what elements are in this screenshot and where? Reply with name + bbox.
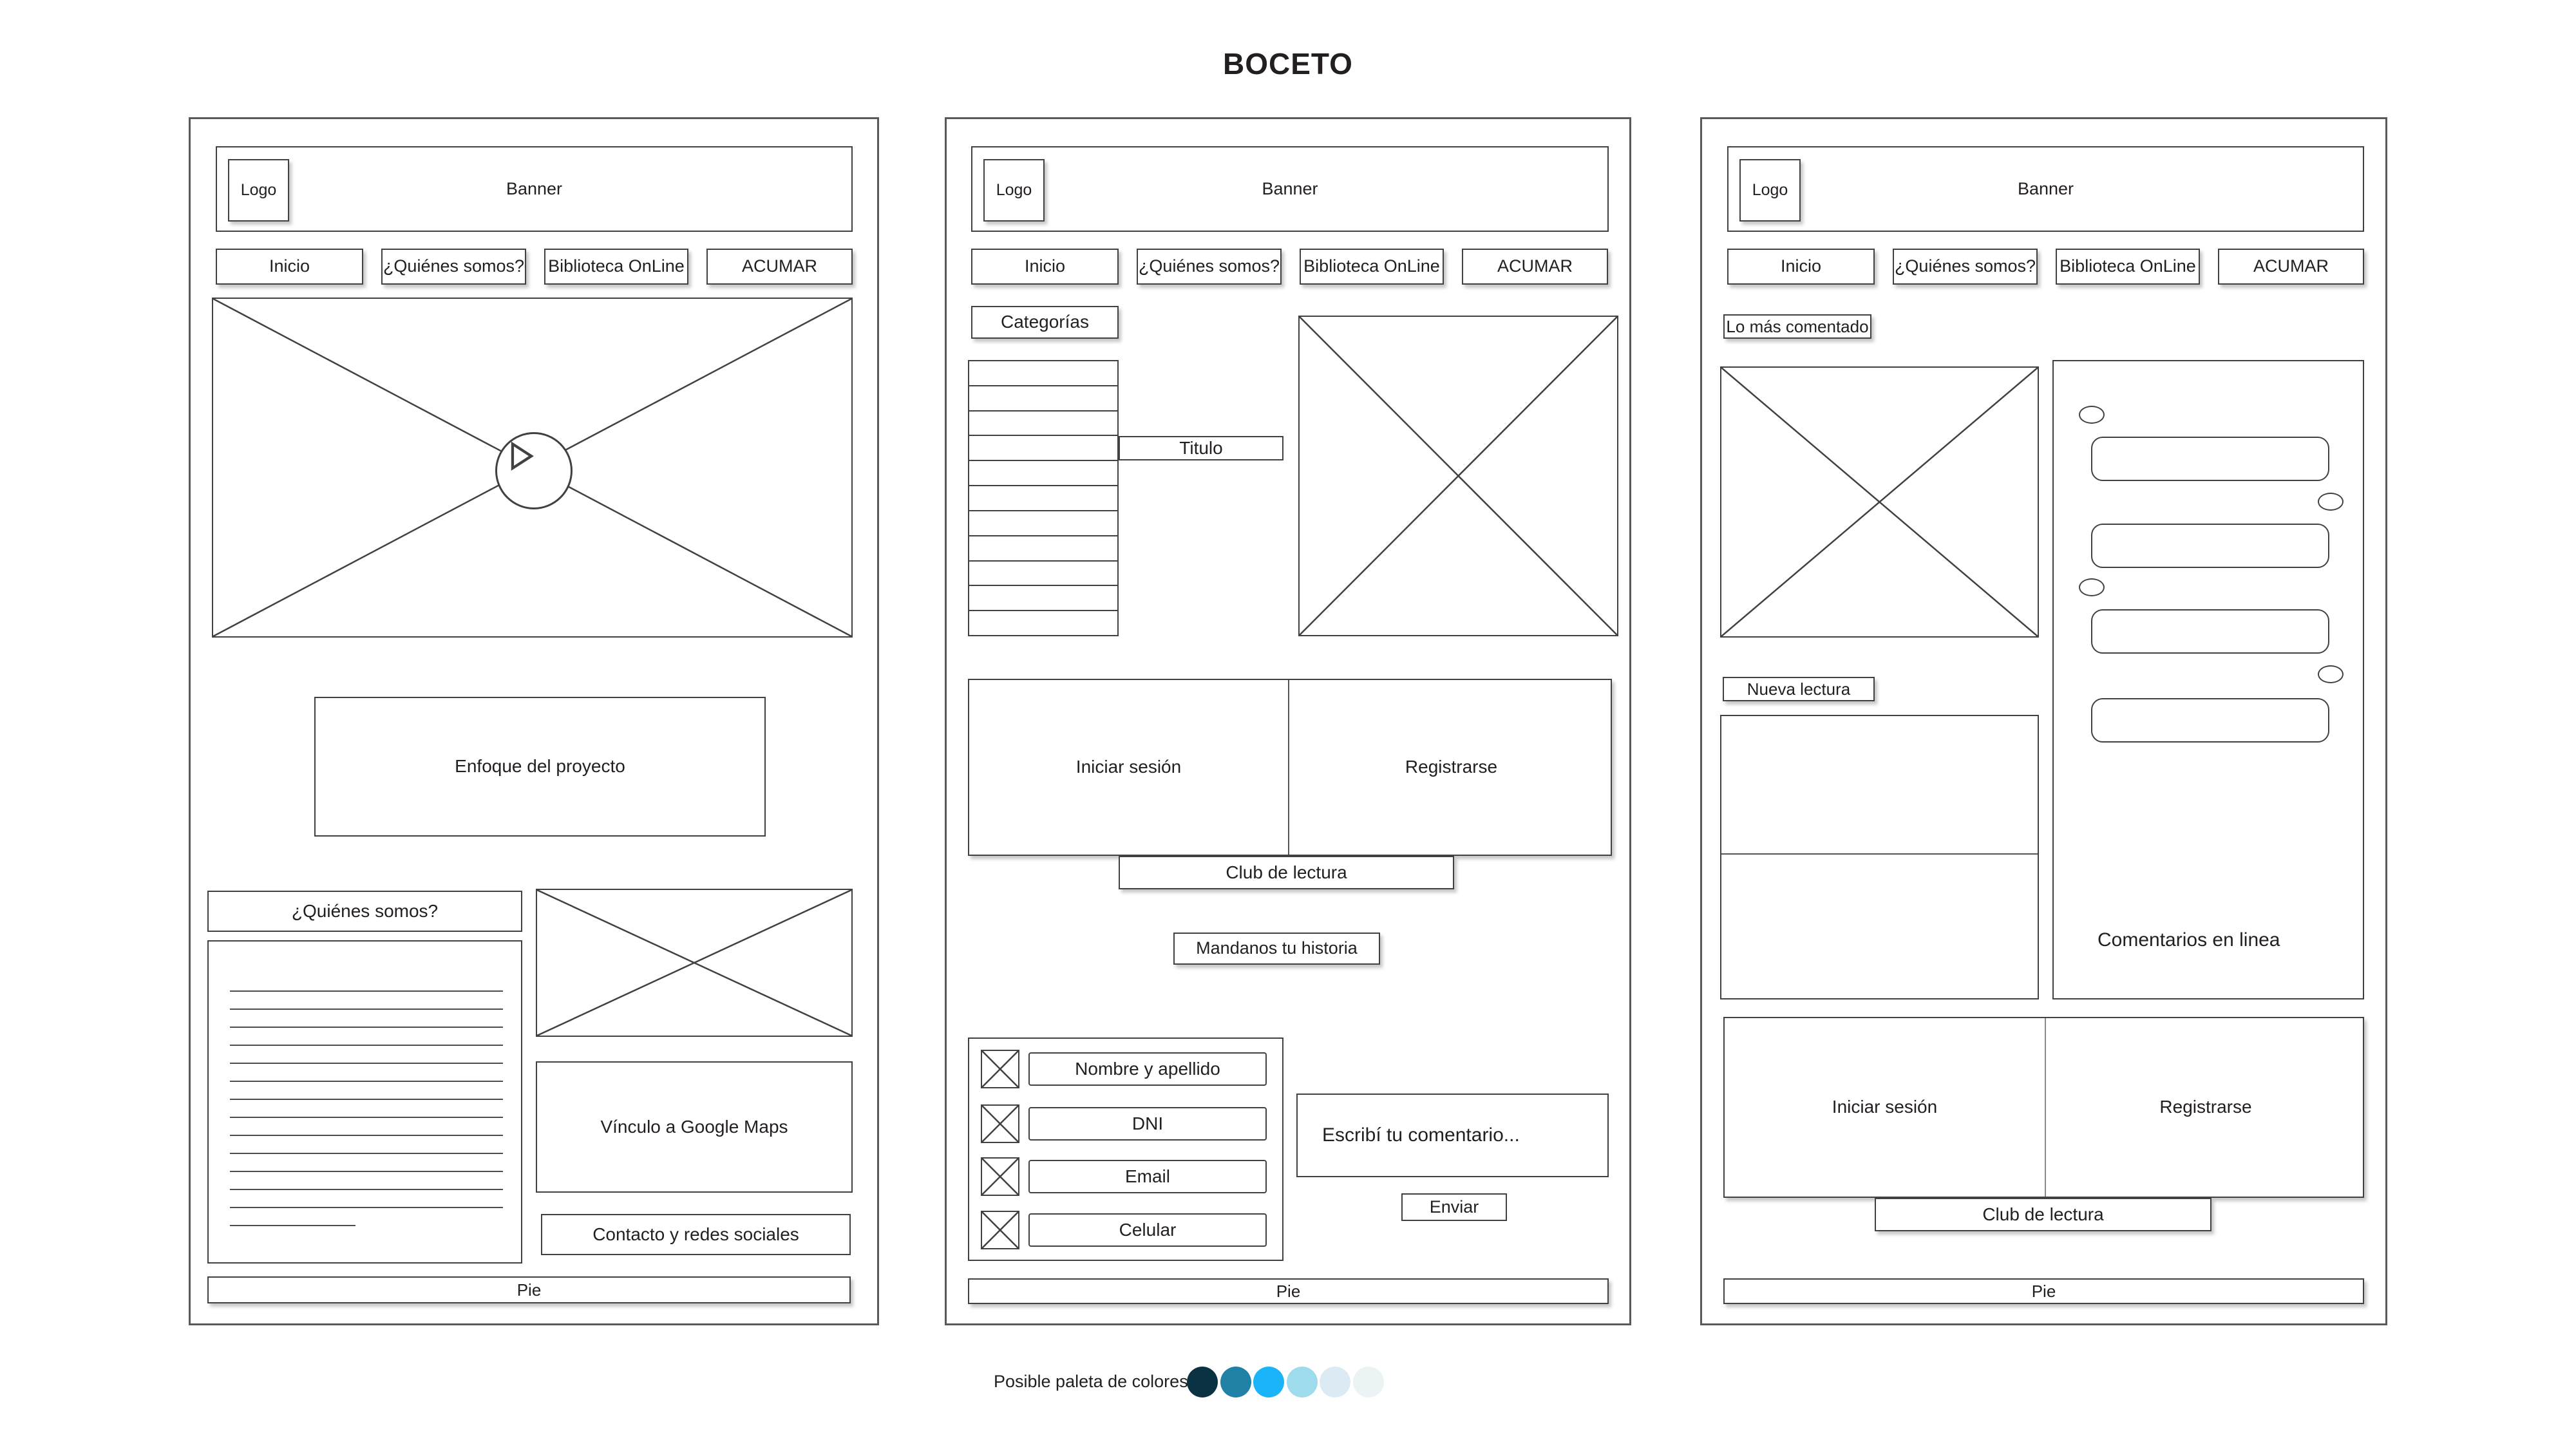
field-image-placeholder [981,1157,1019,1196]
nav-item-acumar[interactable]: ACUMAR [2218,249,2364,285]
footer-bar: Pie [968,1278,1609,1304]
comment-bubble [2091,437,2329,481]
palette-swatch-1 [1187,1367,1218,1397]
palette-swatch-4 [1287,1367,1318,1397]
category-row[interactable] [969,410,1117,435]
palette-swatch-5 [1320,1367,1350,1397]
nav-item-inicio[interactable]: Inicio [971,249,1119,285]
category-row[interactable] [969,585,1117,610]
banner-label: Banner [506,178,563,198]
login-box[interactable]: Iniciar sesión [1075,757,1182,777]
category-row[interactable] [969,560,1117,585]
logo-placeholder: Logo [228,159,289,222]
comment-bubble [2091,698,2329,743]
google-maps-link-box[interactable]: Vínculo a Google Maps [536,1061,853,1193]
dni-field[interactable]: DNI [1028,1107,1267,1141]
category-row[interactable] [969,361,1117,385]
nav-item-biblioteca-online[interactable]: Biblioteca OnLine [2056,249,2200,285]
category-row[interactable] [969,384,1117,410]
image-placeholder [536,889,853,1037]
category-row[interactable] [969,485,1117,510]
nav-item-inicio[interactable]: Inicio [216,249,363,285]
palette-swatch-3 [1253,1367,1284,1397]
most-commented-button[interactable]: Lo más comentado [1723,314,1871,339]
header-banner: Logo Banner [971,146,1609,232]
login-box[interactable]: Iniciar sesión [1832,1097,1938,1117]
wireframe-panel-biblioteca: Logo Banner Inicio ¿Quiénes somos? Bibli… [945,117,1631,1325]
nav-item-acumar[interactable]: ACUMAR [1462,249,1608,285]
title-bar: Titulo [1119,436,1283,460]
category-row[interactable] [969,435,1117,460]
contact-form: Nombre y apellido DNI Email Celular [968,1037,1283,1261]
comment-bubble [2091,609,2329,654]
avatar-icon [2318,493,2344,511]
text-lines [230,990,503,1243]
about-title-box: ¿Quiénes somos? [207,891,522,932]
auth-container: Iniciar sesión Registrarse [968,679,1612,856]
image-placeholder [1720,366,2039,638]
wireframe-panel-home: Logo Banner Inicio ¿Quiénes somos? Bibli… [189,117,879,1325]
name-field[interactable]: Nombre y apellido [1028,1052,1267,1086]
footer-bar: Pie [1723,1278,2364,1304]
nav-item-quienes-somos[interactable]: ¿Quiénes somos? [381,249,526,285]
nav-item-acumar[interactable]: ACUMAR [706,249,853,285]
wireframe-panel-comunidad: Logo Banner Inicio ¿Quiénes somos? Bibli… [1700,117,2387,1325]
category-list [968,360,1119,636]
book-club-button[interactable]: Club de lectura [1875,1198,2211,1231]
nav-item-quienes-somos[interactable]: ¿Quiénes somos? [1137,249,1282,285]
header-banner: Logo Banner [216,146,853,232]
nav-item-biblioteca-online[interactable]: Biblioteca OnLine [1300,249,1444,285]
register-box[interactable]: Registrarse [2159,1097,2252,1117]
play-button-icon[interactable] [495,432,573,509]
category-row[interactable] [969,460,1117,485]
category-row[interactable] [969,509,1117,535]
project-focus-box: Enfoque del proyecto [314,697,766,837]
book-club-button[interactable]: Club de lectura [1119,856,1454,889]
comment-textarea[interactable]: Escribí tu comentario... [1296,1094,1609,1177]
comment-bubble [2091,524,2329,568]
header-banner: Logo Banner [1727,146,2364,232]
phone-field[interactable]: Celular [1028,1213,1267,1247]
auth-divider [1288,680,1289,855]
banner-label: Banner [1262,178,1318,198]
new-reading-button[interactable]: Nueva lectura [1723,677,1875,701]
comments-panel: Comentarios en linea [2052,360,2364,999]
image-placeholder [1298,316,1618,636]
palette-swatch-6 [1353,1367,1384,1397]
field-image-placeholder [981,1211,1019,1249]
category-row[interactable] [969,610,1117,635]
footer-bar: Pie [207,1276,851,1303]
page-title: BOCETO [1223,47,1353,80]
categories-button[interactable]: Categorías [971,306,1119,339]
auth-divider [2045,1018,2046,1197]
logo-placeholder: Logo [1739,159,1801,222]
avatar-icon [2318,665,2344,683]
nav-item-inicio[interactable]: Inicio [1727,249,1875,285]
send-story-button[interactable]: Mandanos tu historia [1173,933,1380,965]
banner-label: Banner [2017,178,2074,198]
register-box[interactable]: Registrarse [1405,757,1498,777]
field-image-placeholder [981,1104,1019,1143]
about-text-placeholder [207,940,522,1264]
send-button[interactable]: Enviar [1401,1193,1507,1221]
contact-social-box[interactable]: Contacto y redes sociales [541,1214,851,1255]
category-row[interactable] [969,535,1117,560]
email-field[interactable]: Email [1028,1160,1267,1193]
nav-item-quienes-somos[interactable]: ¿Quiénes somos? [1893,249,2038,285]
video-placeholder [212,298,853,638]
split-divider [1721,853,2038,855]
nav-item-biblioteca-online[interactable]: Biblioteca OnLine [544,249,688,285]
palette-swatch-2 [1220,1367,1251,1397]
comment-placeholder-text: Escribí tu comentario... [1322,1124,1520,1146]
palette-label: Posible paleta de colores [994,1372,1188,1391]
field-image-placeholder [981,1050,1019,1088]
auth-container: Iniciar sesión Registrarse [1723,1017,2364,1198]
reading-split-box [1720,715,2039,999]
avatar-icon [2079,406,2105,424]
logo-placeholder: Logo [983,159,1045,222]
avatar-icon [2079,578,2105,596]
comments-online-label: Comentarios en linea [2098,929,2280,951]
